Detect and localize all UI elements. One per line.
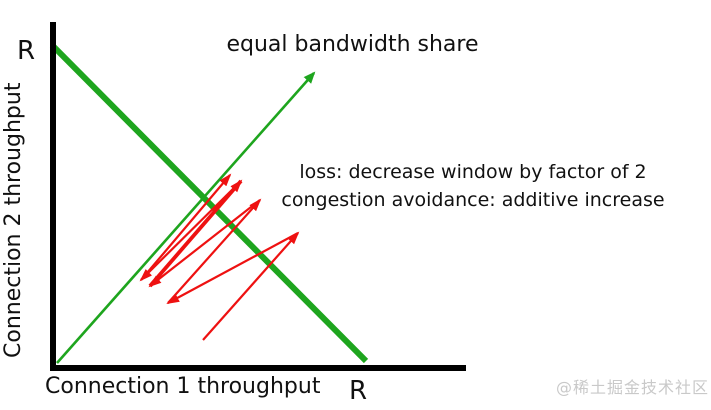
aimd-segment-5 bbox=[139, 180, 242, 282]
aimd-segment-3 bbox=[148, 199, 261, 288]
aimd-annotation: loss: decrease window by factor of 2 con… bbox=[253, 158, 693, 214]
capacity-line bbox=[49, 42, 369, 364]
diagram-lines bbox=[49, 22, 466, 371]
loss-decrease-label: loss: decrease window by factor of 2 bbox=[299, 161, 647, 183]
aimd-segment-1 bbox=[166, 232, 299, 304]
aimd-segment-2 bbox=[167, 198, 262, 304]
aimd-segment-0 bbox=[202, 231, 300, 341]
y-axis-max-r-label: R bbox=[17, 36, 36, 66]
equal-bandwidth-share-line bbox=[56, 71, 316, 364]
aimd-segment-4 bbox=[148, 179, 243, 288]
watermark: @稀土掘金技术社区 bbox=[556, 378, 710, 397]
aimd-segment-6 bbox=[140, 173, 232, 281]
congestion-avoidance-label: congestion avoidance: additive increase bbox=[281, 189, 665, 211]
x-axis-label: Connection 1 throughput bbox=[45, 374, 321, 399]
equal-bandwidth-share-label: equal bandwidth share bbox=[226, 32, 479, 57]
x-axis-max-r-label: R bbox=[349, 376, 368, 406]
y-axis-label: Connection 2 throughput bbox=[1, 82, 26, 358]
